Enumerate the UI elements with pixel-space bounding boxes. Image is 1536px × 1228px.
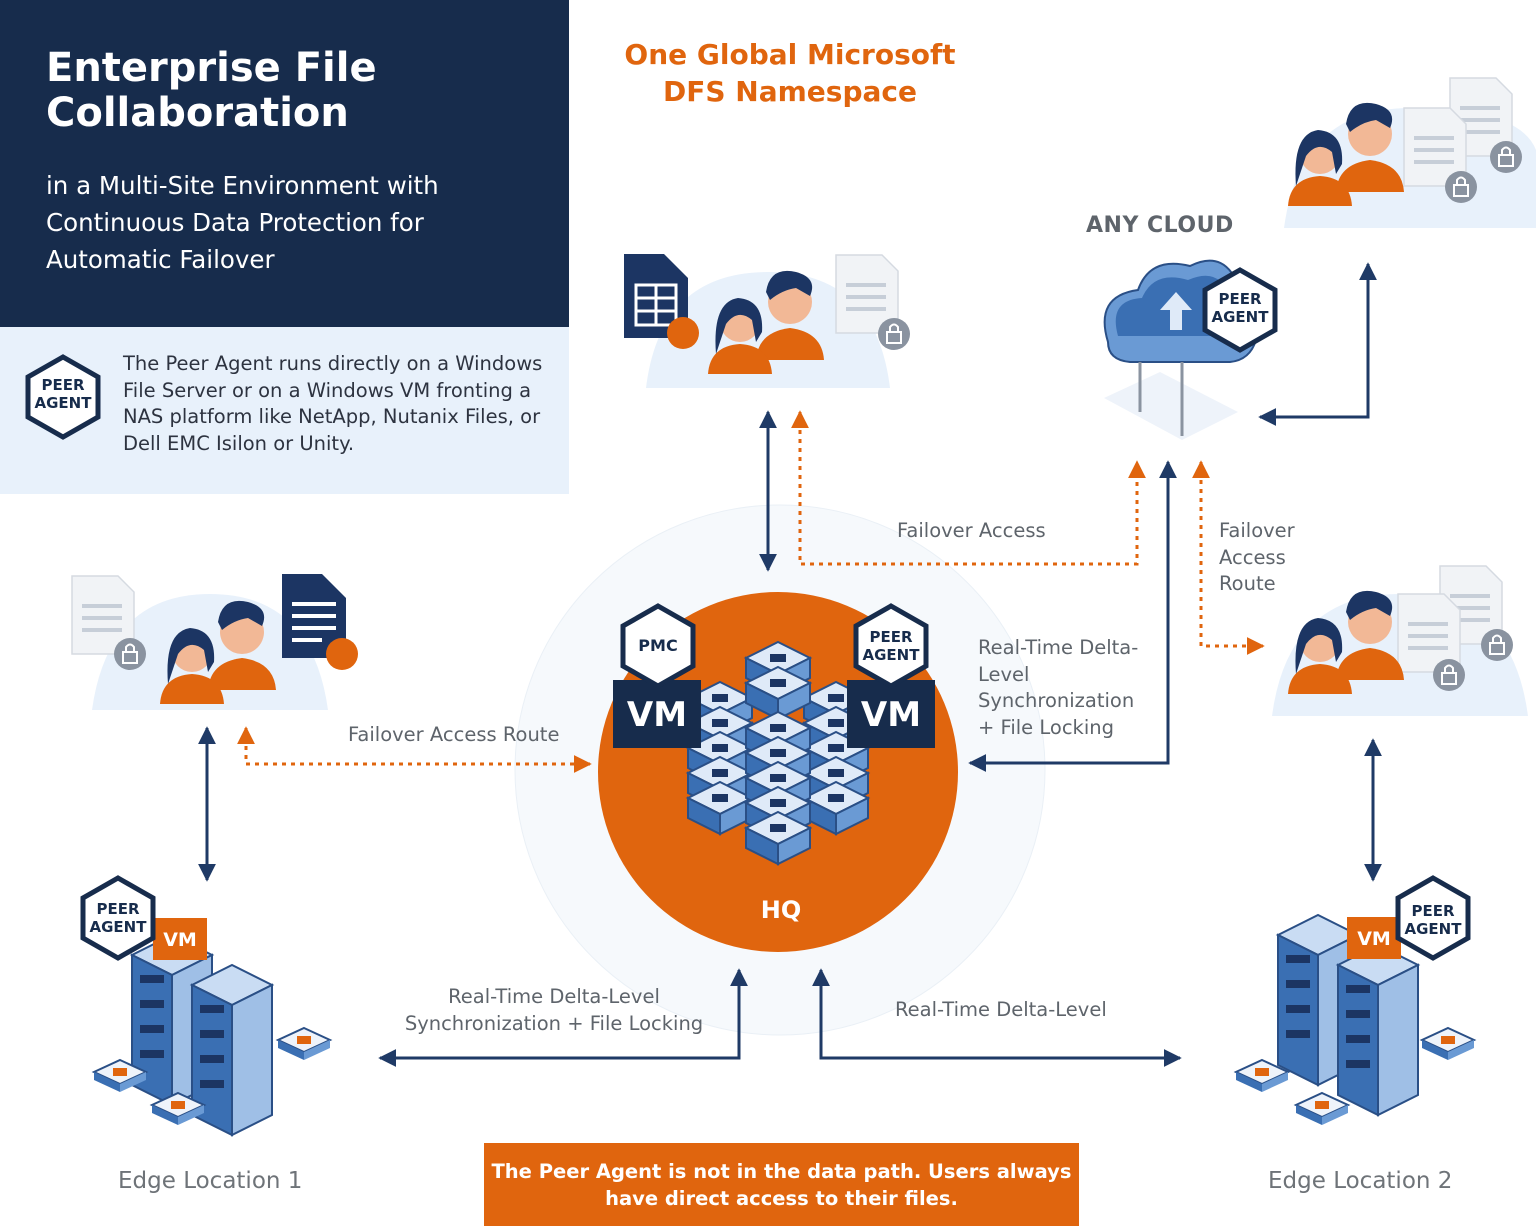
top-right-lock-icon-2 (1444, 170, 1478, 204)
realtime-sync-bottom-right-label: Real-Time Delta-Level (895, 998, 1107, 1021)
subtitle-line-3: Automatic Failover (46, 245, 275, 274)
hq-vm-left-box (613, 680, 701, 748)
edge1-servers (93, 934, 331, 1136)
title-line-2: Collaboration (46, 90, 349, 136)
failover-access-route-left-label: Failover Access Route (348, 723, 560, 746)
edge2-vm-label: VM (1357, 928, 1391, 950)
info-line-4: Dell EMC Isilon or Unity. (123, 431, 355, 455)
top-excel-doc-icon (624, 254, 699, 349)
top-users-backdrop (646, 272, 890, 388)
info-line-2: File Server or on a Windows VM fronting … (123, 378, 532, 402)
subtitle-line-1: in a Multi-Site Environment with (46, 171, 439, 200)
note-line-2: have direct access to their files. (605, 1186, 958, 1210)
hq-vm-right-box (847, 680, 935, 748)
svg-text:AGENT: AGENT (1212, 308, 1270, 326)
top-lock-icon (877, 317, 911, 351)
svg-text:AGENT: AGENT (1405, 920, 1463, 938)
namespace-title: One Global Microsoft DFS Namespace (590, 36, 990, 110)
failover-arrows (237, 410, 1265, 773)
pmc-hex-badge: PMC (620, 603, 696, 689)
edge1-vm-box (153, 918, 207, 960)
edge1-peer-agent-badge: PEER AGENT (80, 875, 156, 961)
page-title: Enterprise File Collaboration (46, 46, 546, 136)
edge2-vm-box (1347, 917, 1401, 959)
left-lock-icon (113, 637, 147, 671)
svg-text:PEER: PEER (1411, 902, 1454, 920)
namespace-line-1: One Global Microsoft (624, 38, 956, 71)
realtime-sync-bottom-left-label: Real-Time Delta-Level Synchronization + … (404, 985, 704, 1035)
svg-text:AGENT: AGENT (35, 394, 93, 412)
svg-text:PEER: PEER (41, 376, 84, 394)
hq-vm-right-label: VM (861, 695, 921, 735)
svg-text:AGENT: AGENT (90, 918, 148, 936)
failover-access-route-right-label: Failover Access Route (1219, 519, 1295, 595)
edge-location-1-label: Edge Location 1 (118, 1168, 303, 1194)
info-line-1: The Peer Agent runs directly on a Window… (123, 352, 543, 375)
info-line-3: NAS platform like NetApp, Nutanix Files,… (123, 405, 541, 428)
edge2-peer-agent-badge: PEER AGENT (1395, 875, 1471, 961)
svg-text:PEER: PEER (96, 900, 139, 918)
any-cloud-label: ANY CLOUD (1086, 213, 1234, 238)
data-path-note: The Peer Agent is not in the data path. … (484, 1143, 1079, 1226)
edge-location-2-label: Edge Location 2 (1268, 1168, 1453, 1194)
info-text: The Peer Agent runs directly on a Window… (123, 351, 553, 457)
cloud-peer-agent-badge: PEER AGENT (1202, 267, 1278, 353)
page-subtitle: in a Multi-Site Environment with Continu… (46, 167, 546, 278)
title-panel (0, 0, 569, 327)
right-lock-icon-2 (1432, 658, 1466, 692)
svg-text:PEER: PEER (869, 628, 912, 646)
left-text-doc-icon (282, 574, 358, 670)
svg-text:AGENT: AGENT (863, 646, 921, 664)
hq-vm-left-label: VM (627, 695, 687, 735)
hq-label: HQ (761, 896, 802, 924)
title-line-1: Enterprise File (46, 45, 377, 91)
subtitle-line-2: Continuous Data Protection for (46, 208, 424, 237)
svg-text:PMC: PMC (638, 636, 677, 655)
realtime-sync-right-label: Real-Time Delta- Level Synchronization +… (978, 636, 1139, 739)
edge1-vm-label: VM (163, 929, 197, 951)
sync-arrows (198, 262, 1382, 1067)
info-peer-agent-badge: PEER AGENT (25, 354, 101, 440)
top-right-lock-icon-1 (1489, 140, 1523, 174)
hq-peer-agent-badge: PEER AGENT (853, 603, 929, 689)
failover-access-label: Failover Access (897, 519, 1046, 542)
right-lock-icon-1 (1480, 628, 1514, 662)
namespace-line-2: DFS Namespace (663, 75, 917, 108)
note-line-1: The Peer Agent is not in the data path. … (491, 1159, 1072, 1183)
svg-text:PEER: PEER (1218, 290, 1261, 308)
